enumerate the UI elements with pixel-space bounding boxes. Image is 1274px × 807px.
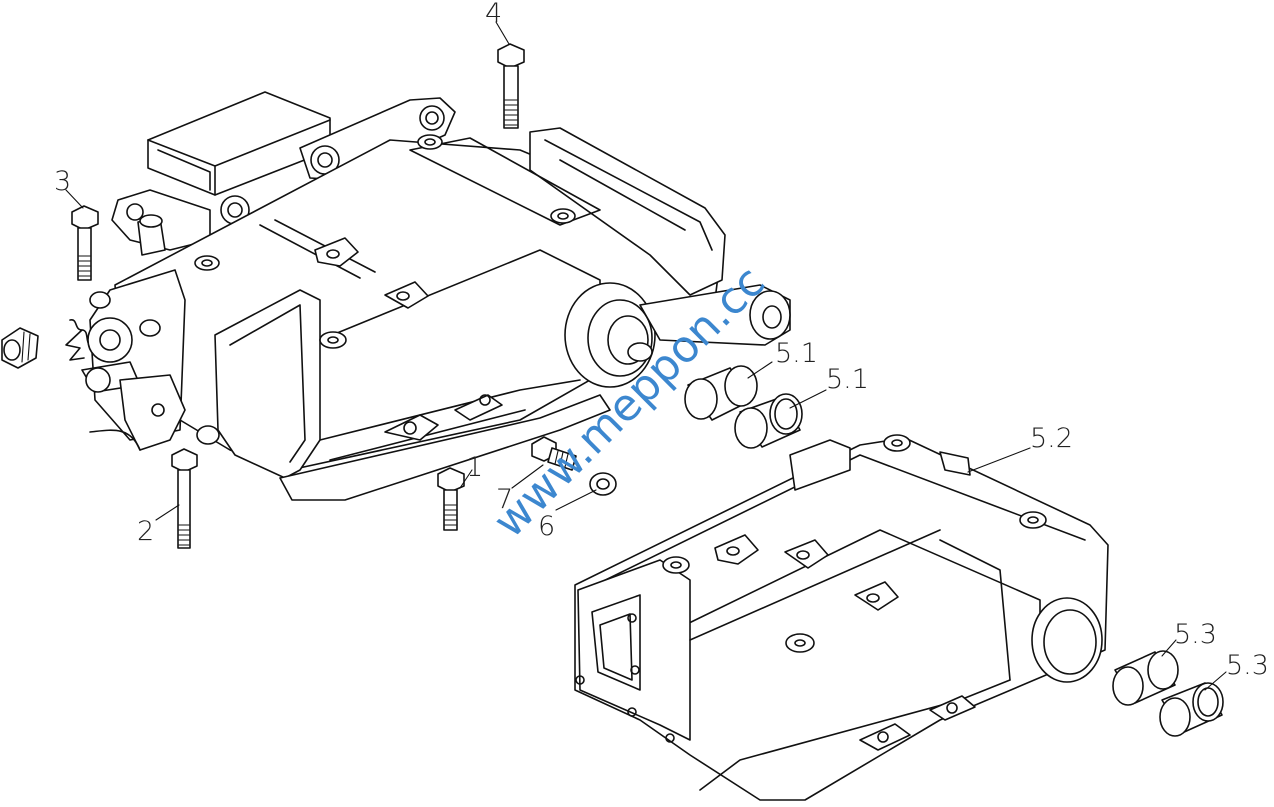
callout-1: 1 [466, 452, 483, 483]
bushing-5-1b [734, 393, 803, 449]
callout-5-1b: 5.1 [826, 364, 869, 395]
bolt-3 [71, 205, 99, 281]
bushing-5-1a [684, 365, 758, 421]
bolt-7 [531, 436, 577, 471]
callout-5-3b: 5.3 [1226, 650, 1269, 681]
washer-6 [589, 472, 617, 496]
callout-5-2: 5.2 [1030, 423, 1073, 454]
nut [1, 327, 39, 369]
callout-3: 3 [54, 166, 71, 197]
bolt-2 [171, 448, 198, 549]
callout-6: 6 [538, 511, 555, 542]
callout-4: 4 [485, 0, 502, 29]
bolt-4 [497, 43, 525, 129]
callout-5-1a: 5.1 [775, 338, 818, 369]
callout-7: 7 [496, 484, 513, 515]
lift-housing-assembly [65, 91, 791, 501]
bushing-5-3b [1159, 682, 1224, 737]
bolt-1 [437, 467, 465, 531]
bushing-5-3a [1112, 650, 1179, 706]
housing-5-2 [574, 434, 1109, 801]
leader-lines [65, 21, 1227, 691]
callout-5-3a: 5.3 [1174, 619, 1217, 650]
callout-2: 2 [137, 516, 154, 547]
